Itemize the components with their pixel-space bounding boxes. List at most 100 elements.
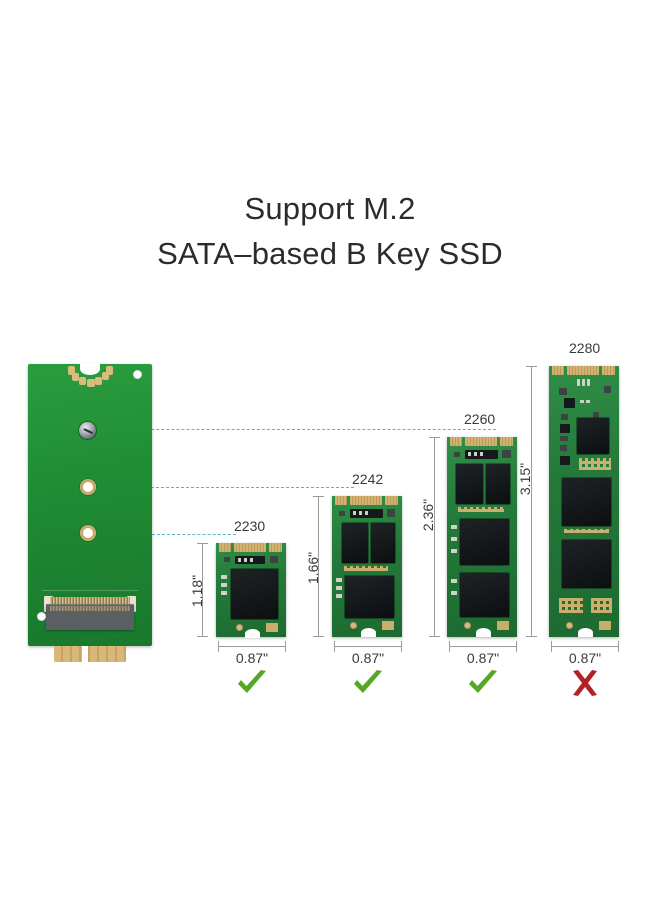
test-pad-grid (344, 566, 388, 571)
smd-component (238, 558, 241, 562)
smd-component (577, 379, 580, 386)
smd-component (244, 558, 247, 562)
bottom-pad-array-right (591, 598, 612, 613)
smd-component (593, 412, 599, 418)
nand-chip-4 (460, 573, 509, 617)
test-pad-grid (579, 458, 611, 470)
gold-finger-mid (465, 437, 497, 446)
mounting-notch (476, 628, 491, 637)
smd-component (474, 452, 477, 456)
smd-component (270, 556, 278, 563)
inductor-2 (560, 456, 570, 465)
m2-adapter-board (28, 363, 152, 662)
width-rule-2230 (218, 641, 286, 652)
smd-component (604, 386, 611, 393)
drive-label-2280: 2280 (569, 340, 601, 356)
smd-component (587, 379, 590, 386)
verdict-check-2230 (238, 670, 266, 693)
gold-finger-left (335, 496, 347, 505)
bottom-pad-array-left (559, 598, 583, 613)
leader-line-2242 (96, 487, 354, 488)
smd-pad (221, 583, 227, 587)
smd-component (468, 452, 471, 456)
test-pad-grid-2 (564, 529, 609, 533)
height-dim-2260: 2.36" (420, 498, 436, 532)
adapter-top-pad (79, 377, 86, 385)
adapter-mounting-screw (79, 422, 96, 439)
gold-finger-mid (567, 366, 599, 375)
gold-finger-left (552, 366, 564, 375)
ssd-2242 (332, 496, 402, 637)
nand-chip-1 (456, 464, 483, 504)
adapter-top-pad (95, 377, 102, 385)
width-rule-2260 (449, 641, 517, 652)
smd-component (480, 452, 483, 456)
height-dim-2280: 3.15" (517, 462, 533, 496)
smd-component (339, 511, 345, 516)
adapter-standoff-hole-2260 (80, 479, 96, 495)
smd-component (359, 511, 362, 515)
title-line-2: SATA–based B Key SSD (157, 236, 503, 271)
mounting-notch (245, 629, 260, 638)
adapter-top-pad (106, 366, 113, 375)
nand-chip-1 (342, 523, 368, 563)
smd-component (250, 558, 253, 562)
smd-component (454, 452, 460, 457)
drive-label-2230: 2230 (234, 518, 266, 534)
adapter-trace (42, 590, 138, 591)
height-rule-2280 (526, 366, 537, 637)
smd-pad (451, 579, 457, 583)
smd-component (582, 379, 585, 386)
verdict-check-2242 (354, 670, 382, 693)
leader-line-2230 (96, 534, 236, 535)
height-rule-2242 (313, 496, 324, 637)
nand-chip-2 (486, 464, 510, 504)
adapter-top-pad (68, 366, 75, 375)
smd-pad (451, 525, 457, 529)
adapter-edge-key-gap (82, 646, 88, 662)
test-pad-grid (458, 507, 504, 512)
smd-component (365, 511, 368, 515)
page-title: Support M.2 SATA–based B Key SSD (0, 186, 660, 276)
smd-component (224, 557, 230, 562)
height-dim-2230: 1.18" (189, 574, 205, 608)
nand-chip (231, 569, 278, 619)
mounting-notch (578, 628, 593, 637)
screw-pad (566, 622, 573, 629)
gold-finger-left (450, 437, 462, 446)
smd-component (560, 445, 567, 451)
drive-label-2242: 2242 (352, 471, 384, 487)
ssd-2260 (447, 437, 517, 637)
inductor (560, 424, 570, 433)
gold-finger-mid (234, 543, 266, 552)
width-dim-2260: 0.87" (466, 650, 500, 666)
smd-component (580, 400, 584, 403)
adapter-edge-connector (54, 646, 126, 662)
width-dim-2280: 0.87" (568, 650, 602, 666)
smd-pad (497, 621, 509, 630)
nand-chip-3 (460, 519, 509, 565)
smd-pad (451, 549, 457, 553)
width-rule-2242 (334, 641, 402, 652)
power-ic (564, 398, 575, 408)
controller-chip (577, 418, 609, 454)
title-line-1: Support M.2 (244, 191, 416, 226)
width-dim-2230: 0.87" (235, 650, 269, 666)
gold-finger-left (219, 543, 231, 552)
drive-label-2260: 2260 (464, 411, 496, 427)
screw-pad (236, 624, 243, 631)
adapter-lower-hole (37, 612, 46, 621)
smd-component (559, 388, 567, 395)
verdict-check-2260 (469, 670, 497, 693)
height-dim-2242: 1.66" (305, 551, 321, 585)
gold-finger-right (269, 543, 282, 552)
smd-pad (451, 591, 457, 595)
ssd-2230 (216, 543, 286, 638)
smd-component (502, 450, 511, 458)
m2-socket (46, 604, 134, 630)
gold-finger-right (385, 496, 398, 505)
smd-pad (599, 621, 611, 630)
adapter-top-pad (102, 372, 109, 380)
nand-chip-2 (562, 540, 611, 588)
